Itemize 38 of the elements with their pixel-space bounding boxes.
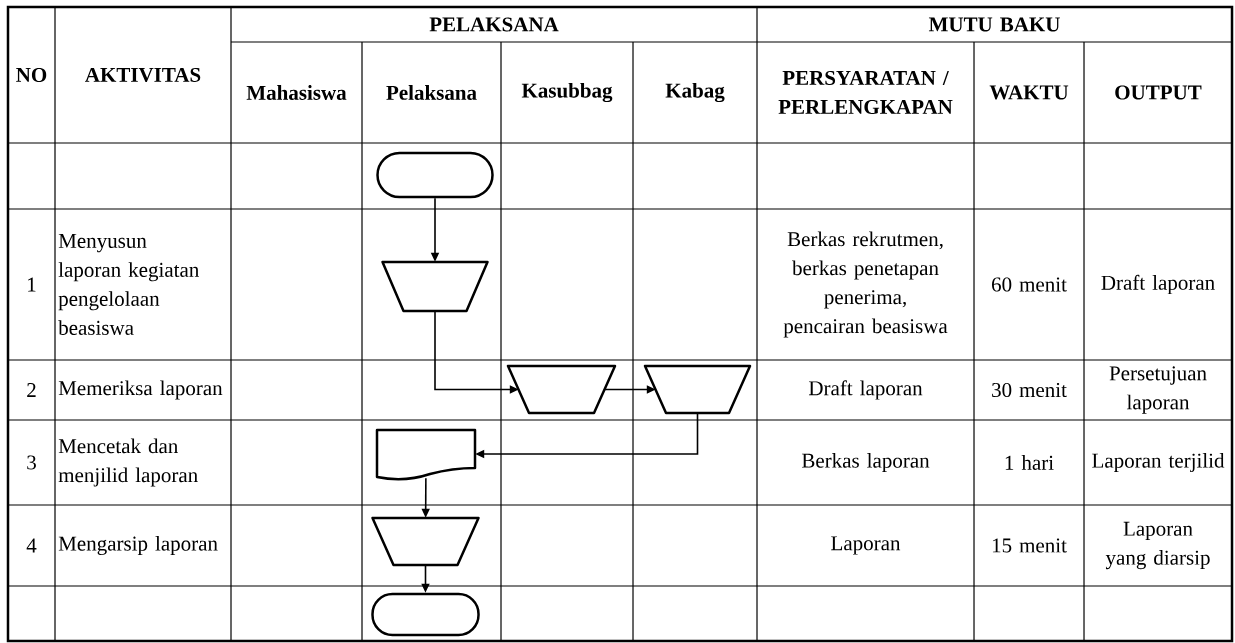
table-cell-text: Laporan terjilid [1092, 453, 1225, 472]
table-cell-text: Berkas laporan [802, 453, 930, 472]
table-cell-text: 2 [27, 383, 36, 397]
table-cell-text: Draft laporan [809, 380, 923, 400]
column-header: Kabag [665, 82, 725, 103]
terminator-shape [371, 592, 480, 637]
table-cell-text: 1 [28, 277, 36, 292]
table-cell-text: Laporan yang diarsip [1105, 521, 1210, 570]
column-header: PERSYARATAN / PERLENGKAPAN [778, 70, 953, 115]
table-cell-text: Mencetak dan menjilid laporan [58, 438, 198, 487]
table-cell-text: 4 [26, 538, 37, 553]
manual-operation-shape [643, 364, 752, 415]
column-header: NO [16, 67, 47, 83]
column-header: AKTIVITAS [85, 67, 201, 83]
document-shape [375, 428, 477, 481]
table-cell-text: Draft laporan [1101, 274, 1215, 295]
column-header: Mahasiswa [246, 85, 347, 100]
table-cell-text: Laporan [831, 536, 901, 555]
table-cell-text: 60 menit [992, 277, 1067, 292]
table-cell-text: 30 menit [992, 382, 1067, 398]
table-cell-text: 3 [27, 455, 36, 470]
table-cell-text: Menyusun laporan kegiatan pengelolaan beasiswa [58, 234, 199, 335]
table-cell-text: Berkas rekrutmen, berkas penetapan penerima, pencairan beasiswa [783, 231, 948, 338]
column-header: OUTPUT [1115, 85, 1202, 100]
table-cell-text: Memeriksa laporan [58, 380, 223, 400]
manual-operation-shape [381, 260, 489, 313]
column-header: MUTU BAKU [928, 17, 1060, 32]
table-cell-text: Mengarsip laporan [58, 535, 218, 556]
column-header: PELAKSANA [429, 17, 559, 32]
column-header: Pelaksana [386, 85, 477, 100]
terminator-shape [376, 151, 494, 199]
manual-operation-shape [506, 364, 617, 415]
manual-operation-shape [371, 516, 480, 567]
column-header: WAKTU [989, 85, 1069, 100]
table-cell-text: 15 menit [992, 538, 1067, 553]
column-header: Kasubbag [521, 82, 613, 103]
table-cell-text: 1 hari [1005, 455, 1054, 470]
table-cell-text: Persetujuan laporan [1109, 366, 1207, 414]
